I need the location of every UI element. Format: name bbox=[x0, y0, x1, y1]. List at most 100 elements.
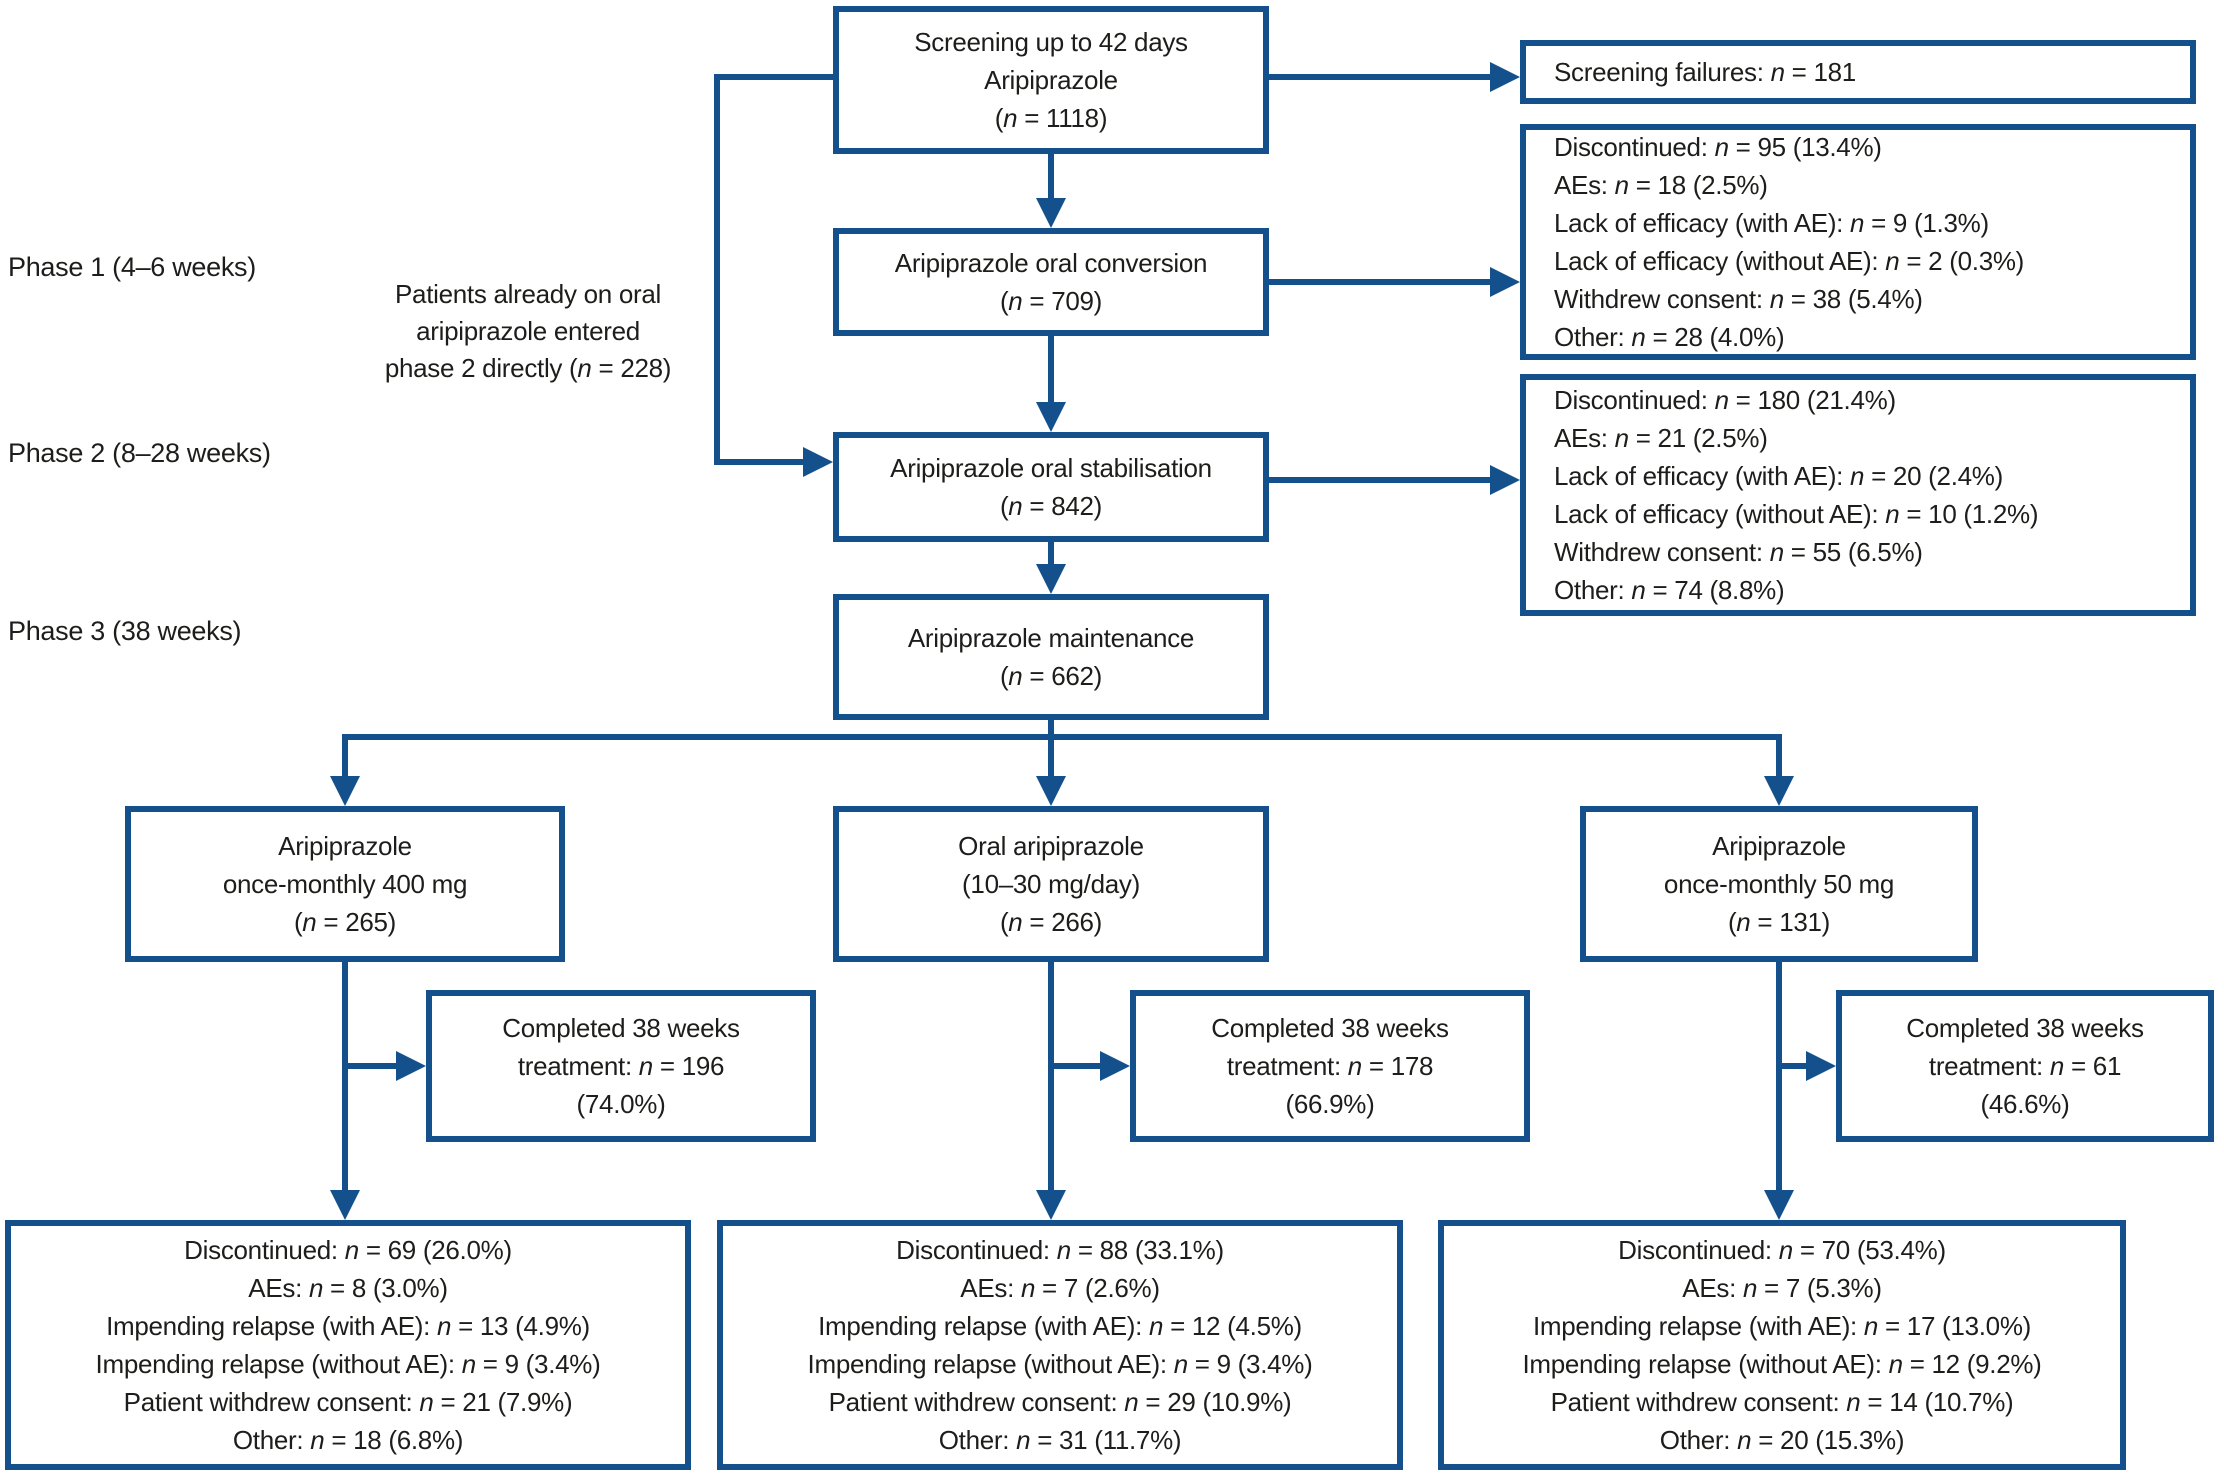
connector-bypass-top-line bbox=[714, 74, 833, 80]
box-discontinued-50mg-line: Patient withdrew consent: n = 14 (10.7%) bbox=[1550, 1387, 2014, 1417]
box-discontinued-phase2-line: Withdrew consent: n = 55 (6.5%) bbox=[1554, 537, 1923, 567]
box-discontinued-50mg-line: Other: n = 20 (15.3%) bbox=[1659, 1425, 1905, 1455]
box-discontinued-50mg-line: Impending relapse (with AE): n = 17 (13.… bbox=[1532, 1311, 2031, 1341]
box-completed-oral-line: treatment: n = 178 bbox=[1226, 1051, 1434, 1081]
connector-arm50-down-line bbox=[1776, 962, 1782, 1192]
arrowhead-into-armoral bbox=[1036, 776, 1066, 806]
box-discontinued-oral-line: Discontinued: n = 88 (33.1%) bbox=[896, 1235, 1224, 1265]
arrowhead-bypass-into-stabilisation bbox=[803, 447, 833, 477]
box-discontinued-phase2-line: Other: n = 74 (8.8%) bbox=[1554, 575, 1785, 605]
box-arm-50mg-line: (n = 131) bbox=[1727, 907, 1831, 937]
box-discontinued-50mg-line: Impending relapse (without AE): n = 12 (… bbox=[1522, 1349, 2042, 1379]
box-discontinued-400mg-line: Other: n = 18 (6.8%) bbox=[232, 1425, 464, 1455]
arrowhead-into-discontinued2 bbox=[1490, 465, 1520, 495]
box-arm-400mg-line: (n = 265) bbox=[293, 907, 397, 937]
box-completed-400mg-line: Completed 38 weeks bbox=[502, 1013, 740, 1043]
box-discontinued-phase2-line: AEs: n = 21 (2.5%) bbox=[1554, 423, 1768, 453]
box-arm-oral-line: (10–30 mg/day) bbox=[962, 869, 1140, 899]
connector-screening-to-conversion-line bbox=[1048, 154, 1054, 200]
connector-conversion-to-stabilisation-line bbox=[1048, 336, 1054, 404]
box-oral-stabilisation-line: Aripiprazole oral stabilisation bbox=[890, 453, 1212, 483]
bypass-note-line: aripiprazole entered bbox=[416, 316, 640, 346]
arrowhead-into-discontinued-400 bbox=[330, 1190, 360, 1220]
connector-branch-right-stub-line bbox=[1776, 737, 1782, 778]
arrowhead-into-maintenance bbox=[1036, 564, 1066, 594]
connector-stabilisation-to-maintenance-line bbox=[1048, 542, 1054, 566]
box-completed-oral-line: (66.9%) bbox=[1285, 1089, 1375, 1119]
connector-arm400-to-completed-line bbox=[342, 1063, 398, 1069]
box-arm-oral: Oral aripiprazole(10–30 mg/day)(n = 266) bbox=[833, 806, 1269, 962]
box-discontinued-phase1-line: AEs: n = 18 (2.5%) bbox=[1554, 170, 1768, 200]
box-discontinued-phase1-line: Lack of efficacy (without AE): n = 2 (0.… bbox=[1554, 246, 2025, 276]
box-discontinued-oral-line: Impending relapse (with AE): n = 12 (4.5… bbox=[818, 1311, 1302, 1341]
box-maintenance-line: (n = 662) bbox=[999, 661, 1103, 691]
box-oral-conversion-line: Aripiprazole oral conversion bbox=[894, 248, 1208, 278]
arrowhead-into-completed-oral bbox=[1100, 1051, 1130, 1081]
box-discontinued-400mg-line: Patient withdrew consent: n = 21 (7.9%) bbox=[123, 1387, 573, 1417]
box-arm-400mg-line: Aripiprazole bbox=[278, 831, 412, 861]
box-discontinued-50mg-line: Discontinued: n = 70 (53.4%) bbox=[1618, 1235, 1946, 1265]
box-discontinued-phase1-line: Lack of efficacy (with AE): n = 9 (1.3%) bbox=[1554, 208, 1989, 238]
connector-bypass-vertical-line bbox=[714, 74, 720, 465]
box-discontinued-400mg-line: Impending relapse (without AE): n = 9 (3… bbox=[95, 1349, 601, 1379]
connector-arm400-down-line bbox=[342, 962, 348, 1192]
connector-stabilisation-to-discontinued2-line bbox=[1269, 477, 1492, 483]
box-completed-400mg: Completed 38 weeks treatment: n = 196 (74.… bbox=[426, 990, 816, 1142]
box-discontinued-oral: Discontinued: n = 88 (33.1%) AEs: n = 7 (… bbox=[717, 1220, 1403, 1470]
box-discontinued-phase1-line: Discontinued: n = 95 (13.4%) bbox=[1554, 132, 1882, 162]
box-completed-oral-line: Completed 38 weeks bbox=[1211, 1013, 1449, 1043]
arrowhead-into-failures bbox=[1490, 62, 1520, 92]
connector-branch-left-stub-line bbox=[342, 737, 348, 778]
box-arm-400mg: Aripiprazole once-monthly 400 mg (n = 265) bbox=[125, 806, 565, 962]
phase-1-label: Phase 1 (4–6 weeks) bbox=[8, 252, 256, 282]
box-arm-50mg-line: Aripiprazole bbox=[1712, 831, 1846, 861]
box-completed-400mg-line: (74.0%) bbox=[576, 1089, 666, 1119]
box-discontinued-phase2-line: Discontinued: n = 180 (21.4%) bbox=[1554, 385, 1896, 415]
arrowhead-into-stabilisation bbox=[1036, 402, 1066, 432]
arrowhead-into-discontinued1 bbox=[1490, 267, 1520, 297]
arrowhead-into-conversion bbox=[1036, 198, 1066, 228]
box-screening-failures-line: Screening failures: n = 181 bbox=[1554, 57, 1856, 87]
box-maintenance-line: Aripiprazole maintenance bbox=[907, 623, 1195, 653]
box-completed-50mg-line: treatment: n = 61 bbox=[1928, 1051, 2122, 1081]
connector-bypass-bottom-line bbox=[714, 459, 803, 465]
box-discontinued-phase1: Discontinued: n = 95 (13.4%) AEs: n = 18 … bbox=[1520, 124, 2196, 360]
box-discontinued-50mg: Discontinued: n = 70 (53.4%) AEs: n = 7 (… bbox=[1438, 1220, 2126, 1470]
box-discontinued-400mg-line: Discontinued: n = 69 (26.0%) bbox=[184, 1235, 512, 1265]
bypass-note: Patients already on oral aripiprazole ent… bbox=[320, 276, 736, 387]
box-discontinued-oral-line: Patient withdrew consent: n = 29 (10.9%) bbox=[828, 1387, 1292, 1417]
box-discontinued-phase2-line: Lack of efficacy (without AE): n = 10 (1… bbox=[1554, 499, 2039, 529]
box-discontinued-phase1-line: Other: n = 28 (4.0%) bbox=[1554, 322, 1785, 352]
connector-conversion-to-discontinued1-line bbox=[1269, 279, 1492, 285]
box-discontinued-50mg-line: AEs: n = 7 (5.3%) bbox=[1682, 1273, 1882, 1303]
box-discontinued-400mg-line: AEs: n = 8 (3.0%) bbox=[248, 1273, 448, 1303]
box-discontinued-400mg: Discontinued: n = 69 (26.0%) AEs: n = 8 (… bbox=[5, 1220, 691, 1470]
box-discontinued-oral-line: Impending relapse (without AE): n = 9 (3… bbox=[807, 1349, 1313, 1379]
box-completed-400mg-line: treatment: n = 196 bbox=[517, 1051, 725, 1081]
box-arm-400mg-line: once-monthly 400 mg bbox=[222, 869, 468, 899]
box-screening-line: Aripiprazole bbox=[984, 65, 1118, 95]
arrowhead-into-completed-50 bbox=[1806, 1051, 1836, 1081]
arrowhead-into-arm50 bbox=[1764, 776, 1794, 806]
box-discontinued-phase2-line: Lack of efficacy (with AE): n = 20 (2.4%… bbox=[1554, 461, 2003, 491]
box-completed-oral: Completed 38 weeks treatment: n = 178 (66.… bbox=[1130, 990, 1530, 1142]
box-discontinued-phase2: Discontinued: n = 180 (21.4%) AEs: n = 21… bbox=[1520, 374, 2196, 616]
arrowhead-into-discontinued-oral bbox=[1036, 1190, 1066, 1220]
phase-3-label: Phase 3 (38 weeks) bbox=[8, 616, 242, 646]
connector-armoral-to-completed-line bbox=[1048, 1063, 1102, 1069]
bypass-note-line: Patients already on oral bbox=[395, 279, 661, 309]
box-discontinued-oral-line: AEs: n = 7 (2.6%) bbox=[960, 1273, 1160, 1303]
box-oral-stabilisation: Aripiprazole oral stabilisation (n = 842) bbox=[833, 432, 1269, 542]
box-screening-failures: Screening failures: n = 181 bbox=[1520, 40, 2196, 104]
box-oral-conversion: Aripiprazole oral conversion(n = 709) bbox=[833, 228, 1269, 336]
arrowhead-into-completed-400 bbox=[396, 1051, 426, 1081]
arrowhead-into-arm400 bbox=[330, 776, 360, 806]
box-oral-stabilisation-line: (n = 842) bbox=[999, 491, 1103, 521]
connector-arm50-to-completed-line bbox=[1776, 1063, 1808, 1069]
connector-branch-mid-stub-line bbox=[1048, 737, 1054, 778]
box-screening-line: Screening up to 42 days bbox=[914, 27, 1188, 57]
connector-branch-bar-line bbox=[342, 734, 1782, 740]
